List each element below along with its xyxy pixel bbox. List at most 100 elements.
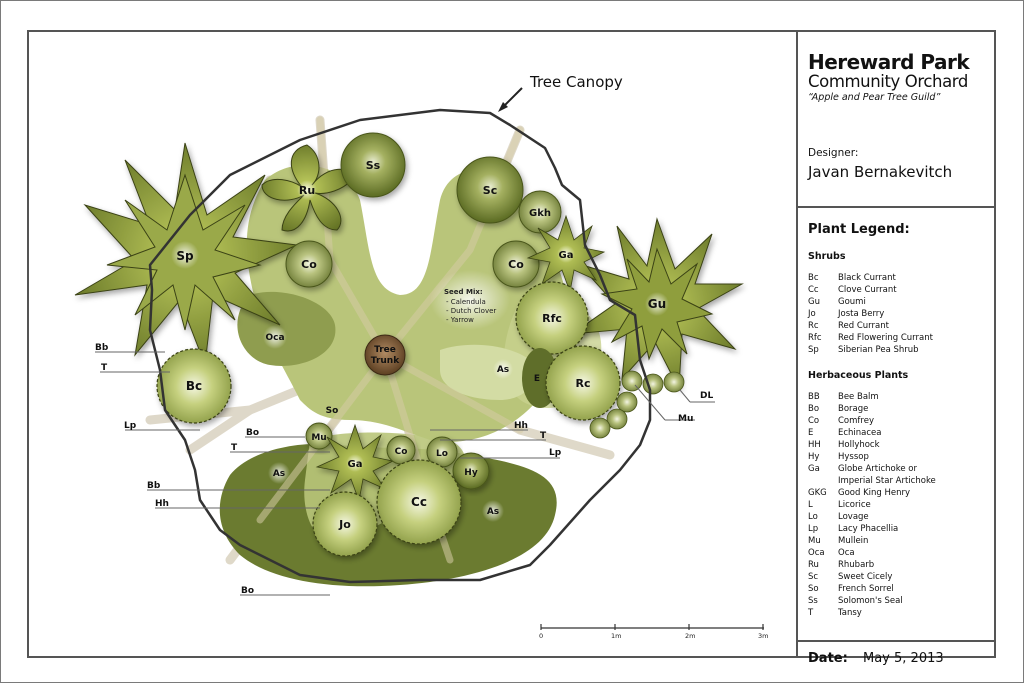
- plant-sweet-cicely[interactable]: [456, 156, 524, 224]
- plant-good-king-henry[interactable]: [518, 190, 562, 234]
- orchard-plan: Seed Mix: - Calendula - Dutch Clover - Y…: [74, 73, 768, 640]
- legend-row: Sc Sweet Cicely: [808, 571, 994, 583]
- legend-name: Hyssop: [838, 452, 869, 462]
- plant-siberian-pea-shrub[interactable]: [74, 142, 299, 366]
- plant-mullein-cluster[interactable]: [589, 370, 685, 439]
- legend-code: T: [808, 608, 814, 618]
- legend-row: L Licorice: [808, 499, 994, 511]
- legend-row: Mu Mullein: [808, 535, 994, 547]
- legend-code: L: [808, 500, 813, 510]
- project-subtitle: Community Orchard: [808, 72, 968, 91]
- plant-red-currant[interactable]: [545, 345, 621, 421]
- legend-code: Co: [808, 416, 820, 426]
- legend-code: Hy: [808, 452, 820, 462]
- legend-name: Siberian Pea Shrub: [838, 345, 919, 355]
- legend-name: Red Currant: [838, 321, 889, 331]
- tree-canopy-outline: [148, 108, 652, 584]
- tree-canopy-label: Tree Canopy: [529, 73, 623, 91]
- scale-tick-label: 3m: [758, 632, 768, 640]
- label-rfc: Rfc: [542, 312, 562, 325]
- callout-t: T: [540, 431, 547, 441]
- legend-code: Mu: [808, 536, 821, 546]
- plant-josta-berry[interactable]: [312, 491, 378, 557]
- legend-code: HH: [808, 440, 821, 450]
- plant-mullein[interactable]: [305, 422, 333, 450]
- legend-name: Licorice: [838, 500, 871, 510]
- scale-tick-label: 2m: [685, 632, 695, 640]
- callout-hh: Hh: [155, 499, 169, 509]
- trunk-label: Trunk: [371, 356, 400, 366]
- label-jo: Jo: [338, 518, 351, 531]
- legend-row: Co Comfrey: [808, 415, 994, 427]
- legend-code: Lo: [808, 512, 818, 522]
- legend-name: Mullein: [838, 536, 869, 546]
- legend-code: So: [808, 584, 819, 594]
- label-as: As: [497, 365, 509, 375]
- legend-code: [808, 475, 838, 487]
- legend-name: Clove Currant: [838, 285, 897, 295]
- plant-hyssop[interactable]: [452, 452, 490, 490]
- legend-name: Sweet Cicely: [838, 572, 893, 582]
- legend-name: Red Flowering Currant: [838, 333, 933, 343]
- seed-mix-item: - Dutch Clover: [446, 307, 496, 315]
- callout-mu: Mu: [678, 414, 693, 424]
- legend-code: Bo: [808, 404, 820, 414]
- date-row: Date: May 5, 2013: [798, 642, 994, 675]
- plant-goumi[interactable]: [570, 217, 744, 391]
- label-sc: Sc: [483, 184, 497, 197]
- legend-code: Bc: [808, 273, 819, 283]
- designer-label: Designer:: [808, 147, 859, 159]
- plant-black-currant[interactable]: [156, 348, 232, 424]
- legend-name: Solomon's Seal: [838, 596, 903, 606]
- plant-clove-currant[interactable]: [376, 459, 462, 545]
- callout-bo: Bo: [246, 428, 259, 438]
- label-co: Co: [301, 258, 317, 271]
- legend-name: Comfrey: [838, 416, 874, 426]
- legend-name: Good King Henry: [838, 488, 911, 498]
- legend-title: Plant Legend:: [808, 222, 910, 237]
- legend-code: Ru: [808, 560, 819, 570]
- label-ru: Ru: [299, 184, 315, 197]
- legend-name: Josta Berry: [838, 309, 885, 319]
- label-oca: Oca: [265, 333, 284, 343]
- tree-trunk[interactable]: [364, 334, 406, 376]
- legend-code: Sc: [808, 572, 819, 582]
- date-value: May 5, 2013: [863, 651, 944, 666]
- legend-row: Lo Lovage: [808, 511, 994, 523]
- legend-name: Lovage: [838, 512, 869, 522]
- plant-comfrey[interactable]: [492, 240, 540, 288]
- plant-comfrey[interactable]: [285, 240, 333, 288]
- callout-t: T: [101, 363, 108, 373]
- callout-hh: Hh: [514, 421, 528, 431]
- legend-row: Imperial Star Artichoke: [808, 475, 994, 487]
- plant-red-flowering-currant[interactable]: [515, 281, 589, 355]
- legend-name: Goumi: [838, 297, 866, 307]
- callout-t: T: [231, 443, 238, 453]
- label-sp: Sp: [176, 249, 194, 263]
- callout-bo: Bo: [241, 586, 254, 596]
- label-ga: Ga: [348, 459, 363, 470]
- legend-name: Rhubarb: [838, 560, 875, 570]
- callout-dl: DL: [700, 391, 713, 401]
- legend-row: HH Hollyhock: [808, 439, 994, 451]
- scale-tick-label: 0: [539, 632, 543, 640]
- callout-lp: Lp: [549, 448, 562, 458]
- seed-mix-title: Seed Mix:: [444, 288, 483, 296]
- legend-row: Hy Hyssop: [808, 451, 994, 463]
- legend-name: Lacy Phacellia: [838, 524, 899, 534]
- seed-mix-item: - Yarrow: [446, 316, 474, 324]
- legend-code: Oca: [808, 548, 825, 558]
- plant-comfrey[interactable]: [386, 435, 416, 465]
- legend-name: Hollyhock: [838, 440, 880, 450]
- callout-bb: Bb: [95, 343, 109, 353]
- plant-solomons-seal[interactable]: [340, 132, 406, 198]
- label-lo: Lo: [436, 449, 448, 459]
